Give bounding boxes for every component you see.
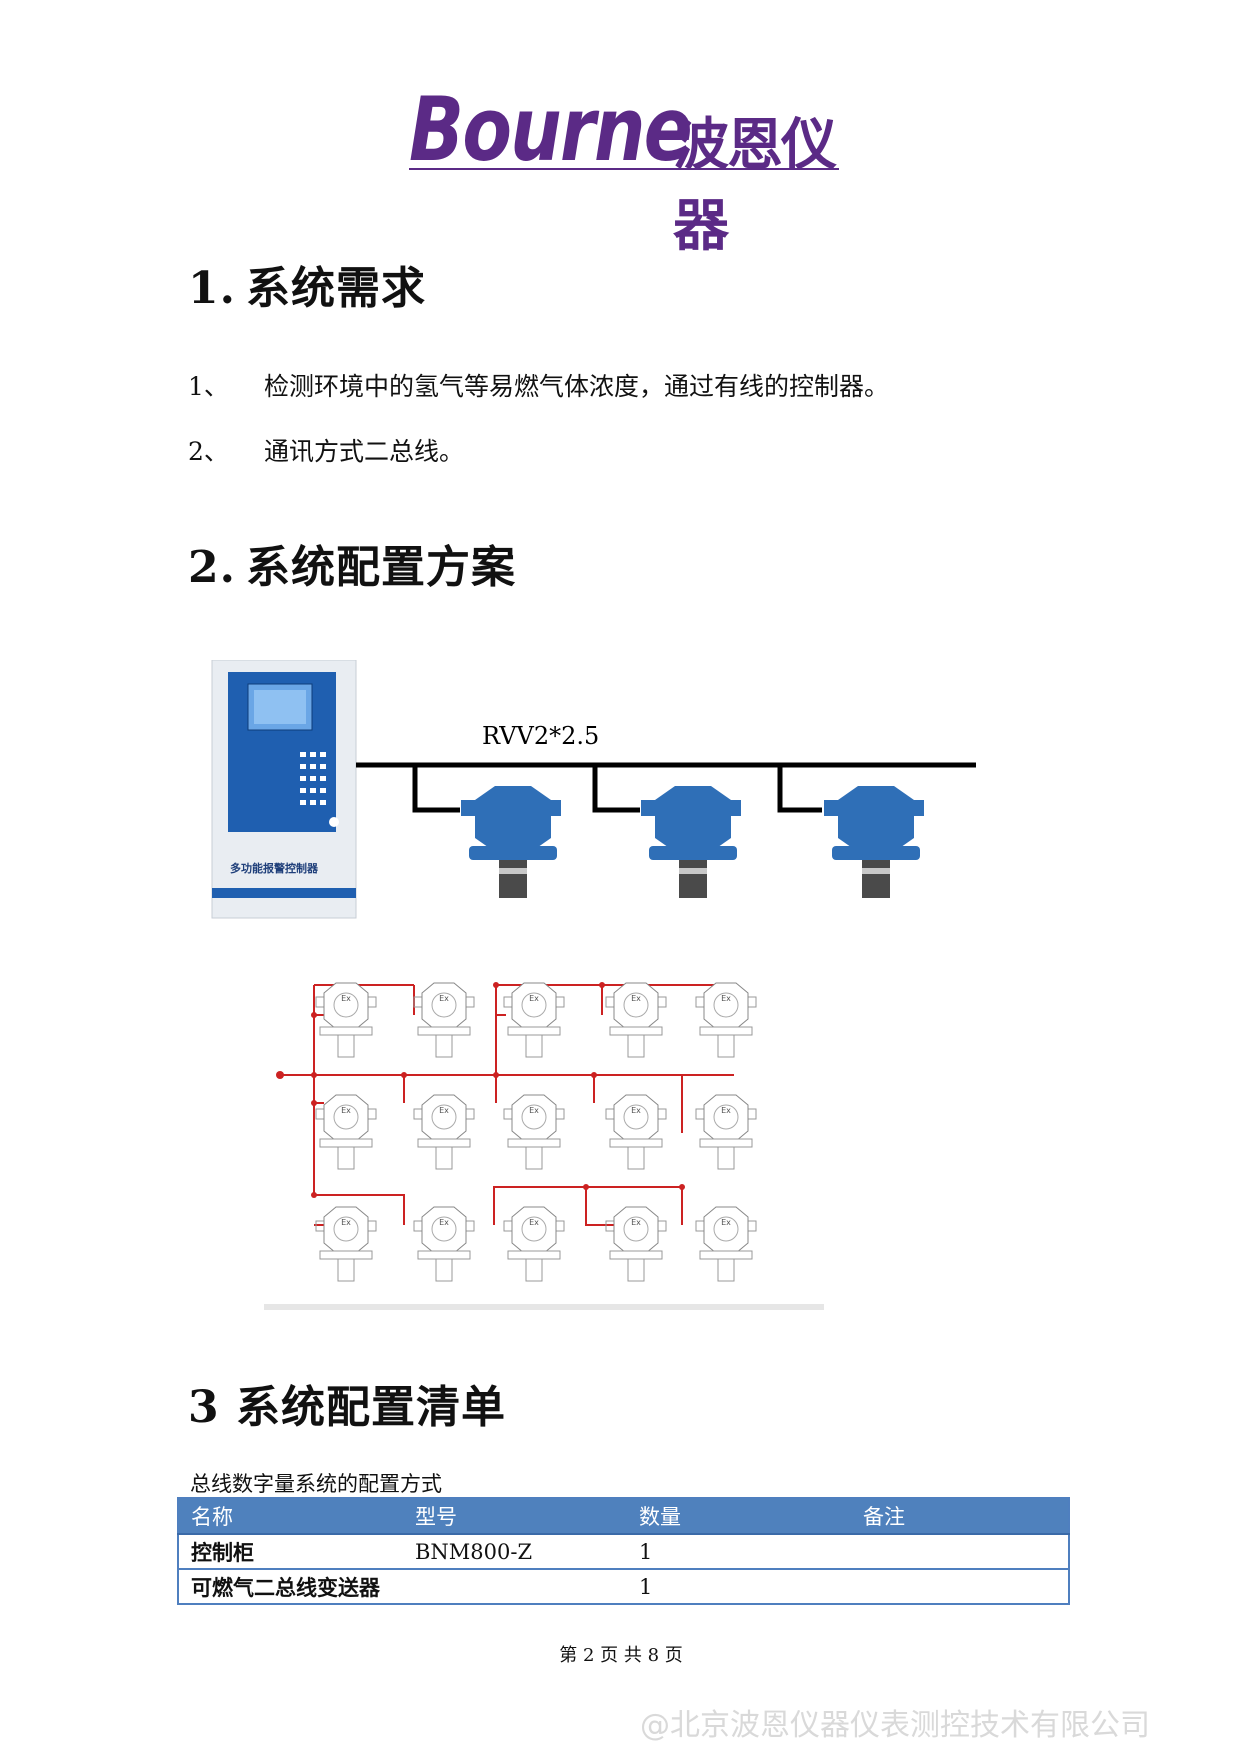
section-heading-1: 1.系统需求 [188,252,426,316]
grid-detector [695,982,757,1058]
table-cell [403,1569,627,1605]
grid-detector [695,1206,757,1282]
grid-detector [503,982,565,1058]
requirement-text: 检测环境中的氢气等易燃气体浓度，通过有线的控制器。 [264,372,890,401]
table-cell [851,1534,1069,1570]
table-cell [851,1569,1069,1605]
watermark: @北京波恩仪器仪表测控技术有限公司 [640,1708,1150,1743]
grid-detector [315,1094,377,1170]
section-number: 3 [188,1382,220,1433]
requirement-index: 1、 [188,372,229,401]
gas-detector-3 [824,786,924,898]
table-row: 控制柜 BNM800-Z 1 [178,1534,1069,1570]
gas-detector-2 [641,786,741,898]
section-heading-3: 3 系统配置清单 [188,1371,506,1435]
column-header: 名称 [178,1498,403,1535]
section-title: 系统配置清单 [236,1382,506,1433]
column-header: 备注 [851,1498,1069,1535]
grid-detector [315,1206,377,1282]
bus-wiring-photo-diagram: 多功能报警控制器 RVV2*2.5 [211,660,976,919]
logo-underline [409,168,839,170]
company-logo: Bourne 波恩仪器 [409,78,839,259]
requirement-item: 1、 检测环境中的氢气等易燃气体浓度，通过有线的控制器。 [188,367,889,403]
grid-detector [413,1094,475,1170]
requirement-index: 2、 [188,437,229,466]
table-caption: 总线数字量系统的配置方式 [190,1472,442,1496]
requirement-text: 通讯方式二总线。 [264,437,465,466]
grid-detector [503,1094,565,1170]
page-number: 第 2 页 共 8 页 [559,1645,683,1666]
grid-detector [413,982,475,1058]
detector-grid-wiring-diagram: Ex [264,982,824,1310]
logo-text-en: Bourne [409,78,693,181]
grid-detector [413,1206,475,1282]
bus-cable [356,762,976,813]
table-row: 可燃气二总线变送器 1 [178,1569,1069,1605]
logo-text-cn: 波恩仪器 [673,113,837,259]
gas-detector-1 [461,786,561,898]
section-number: 2. [188,542,236,593]
table-cell: 可燃气二总线变送器 [178,1569,403,1605]
table-cell: BNM800-Z [403,1534,627,1570]
configuration-table: 名称 型号 数量 备注 控制柜 BNM800-Z 1 可燃气二总线变送器 1 [177,1497,1070,1605]
grid-detector [695,1094,757,1170]
section-number: 1. [188,263,236,314]
section-heading-2: 2.系统配置方案 [188,531,516,595]
table-header-row: 名称 型号 数量 备注 [178,1498,1069,1535]
table-cell: 控制柜 [178,1534,403,1570]
grid-detector [503,1206,565,1282]
column-header: 数量 [627,1498,851,1535]
cable-label: RVV2*2.5 [482,722,599,750]
column-header: 型号 [403,1498,627,1535]
controller-cabinet: 多功能报警控制器 [211,660,357,919]
controller-label: 多功能报警控制器 [230,861,319,875]
section-title: 系统配置方案 [246,542,516,593]
grid-detector [605,982,667,1058]
section-title: 系统需求 [246,263,426,314]
table-cell: 1 [627,1569,851,1605]
requirement-item: 2、 通讯方式二总线。 [188,432,464,468]
table-cell: 1 [627,1534,851,1570]
grid-detector [605,1206,667,1282]
grid-detector [315,982,377,1058]
grid-detector [605,1094,667,1170]
